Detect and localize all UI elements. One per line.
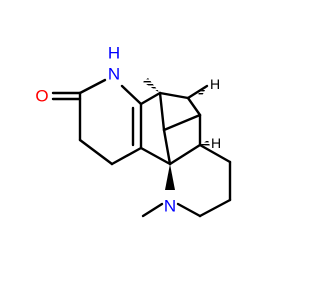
bond-pip-3 xyxy=(198,198,232,218)
atom-o-carbonyl: O xyxy=(35,87,48,106)
bond-cage-1 xyxy=(139,91,162,106)
hashed-bond-h-right xyxy=(200,140,210,146)
bond-cage-3 xyxy=(186,84,209,100)
bond-pip-5 xyxy=(141,202,164,218)
bond-pip-1 xyxy=(198,143,232,164)
hashed-bond-methyl xyxy=(143,78,160,93)
bond-n-c-amide xyxy=(78,78,107,95)
bond-cage-4 xyxy=(186,96,202,117)
hashed-bond-h-top xyxy=(198,86,207,96)
atom-n-amide: N xyxy=(108,65,120,84)
bond-cage-8 xyxy=(168,143,202,166)
atom-n-amine: N xyxy=(164,197,176,216)
bond-cage-7 xyxy=(139,146,172,166)
molecule-structure: N H O N H H xyxy=(35,44,232,218)
bond-cage-6 xyxy=(162,113,202,132)
bond-ch2a-ch2b xyxy=(78,138,114,166)
wedge-bond-c-n xyxy=(165,164,175,190)
stereo-h-top: H xyxy=(210,76,220,92)
bond-pip-4 xyxy=(176,202,202,218)
bond-ch2b-c-alkene xyxy=(110,146,143,166)
bond-cage-2 xyxy=(158,91,190,100)
bond-cage-5 xyxy=(158,91,166,132)
bond-c-n-amide xyxy=(120,84,143,106)
atom-n-amide-h: H xyxy=(108,44,120,63)
stereo-h-right: H xyxy=(211,135,221,151)
structure-canvas: N H O N H H xyxy=(35,43,232,218)
bond-cage-10 xyxy=(162,128,172,166)
